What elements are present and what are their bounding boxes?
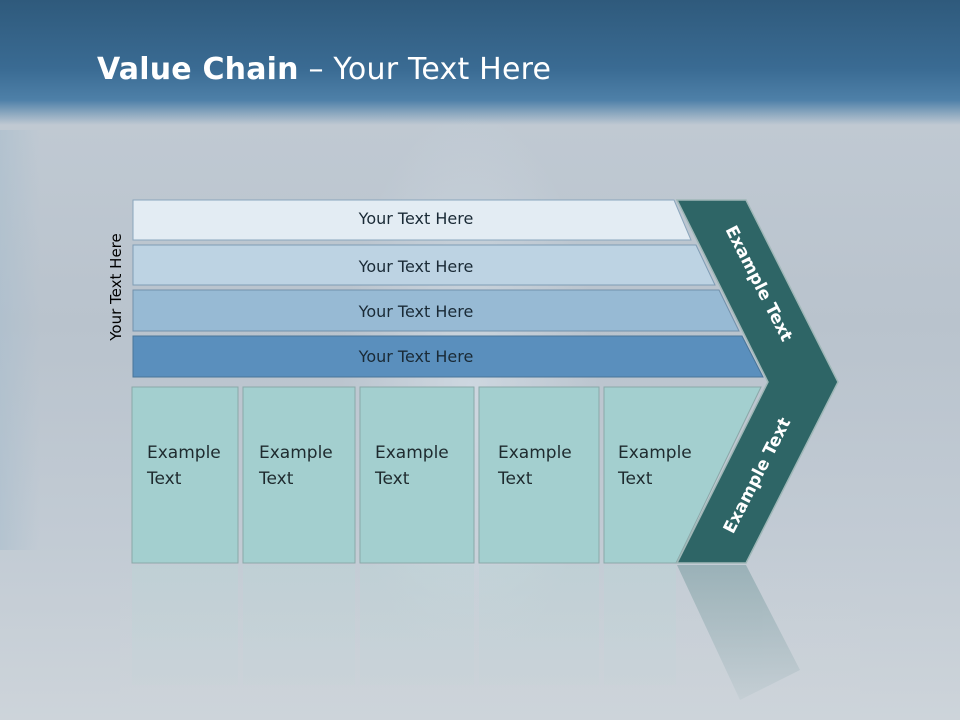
cell-3[interactable]: [359, 386, 475, 564]
title-band: [0, 0, 960, 125]
bar-1-label: Your Text Here: [358, 209, 474, 228]
cell-2[interactable]: [242, 386, 356, 564]
slide-title: Value Chain – Your Text Here: [97, 52, 551, 87]
cell-4[interactable]: [478, 386, 600, 564]
bar-1[interactable]: [132, 199, 692, 241]
bar-3-label: Your Text Here: [358, 302, 474, 321]
title-rest: – Your Text Here: [298, 52, 552, 87]
bar-2-label: Your Text Here: [358, 257, 474, 276]
bar-4-label: Your Text Here: [358, 347, 474, 366]
background-left-shade: [0, 130, 40, 550]
bar-3[interactable]: [132, 289, 740, 332]
bar-2[interactable]: [132, 244, 716, 286]
cell-1[interactable]: [131, 386, 239, 564]
title-bold: Value Chain: [97, 52, 299, 87]
bar-4[interactable]: [132, 335, 764, 378]
